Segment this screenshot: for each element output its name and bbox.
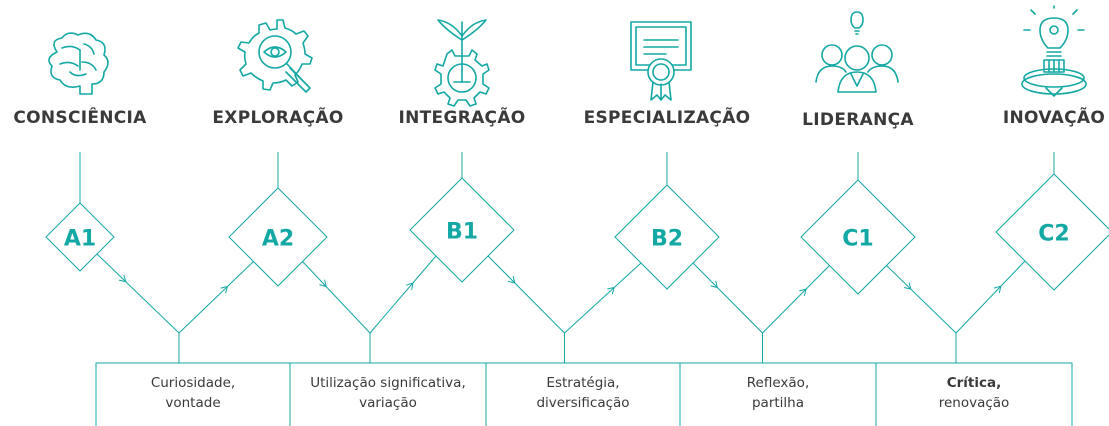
level-code: B2 [650,226,684,252]
ascending-arrow [406,282,414,290]
stage-title: INOVAÇÃO [1002,108,1106,128]
level-code: C1 [842,226,874,252]
stage-title: INTEGRAÇÃO [398,108,526,128]
descending-connector [302,261,371,334]
descending-connector [692,262,763,334]
descending-arrow [710,280,719,289]
ascending-connector [369,255,437,334]
trait-box [875,362,1073,426]
level-diamond [995,173,1109,291]
plant-gear-icon [434,19,490,107]
trait-line-2: partilha [751,395,805,411]
trait-line-2: vontade [165,395,221,411]
trait-line-2: diversificação [536,395,630,411]
trait-line-1: Crítica, [946,375,1002,391]
descending-connector [487,255,565,334]
team-idea-icon [815,11,899,93]
level-code: A1 [63,226,97,252]
ascending-connector [178,261,254,334]
descending-arrow [507,276,516,284]
gear-search-icon [237,19,313,93]
trait-line-2: variação [359,395,417,411]
descending-connector [886,265,957,334]
ascending-connector [762,265,830,334]
ascending-connector [955,260,1026,334]
ascending-connector [564,262,642,334]
trait-line-2: renovação [938,395,1010,411]
trait-line-1: Utilização significativa, [310,375,466,391]
stage-title: CONSCIÊNCIA [13,108,147,128]
descending-arrow [319,279,327,288]
trait-line-1: Reflexão, [746,375,810,391]
brain-icon [48,32,109,95]
descending-connector [96,253,180,334]
trait-line-1: Curiosidade, [150,375,236,391]
trait-line-1: Estratégia, [546,375,620,391]
level-code: A2 [261,226,295,252]
level-code: C2 [1038,221,1070,247]
ascending-arrow [799,288,807,297]
trait-label: Curiosidade, vontade [151,373,235,413]
level-code: B1 [445,219,479,245]
trait-label: Estratégia, diversificação [536,373,629,413]
ascending-arrow [220,285,229,294]
certificate-icon [630,21,692,101]
trait-label: Crítica, renovação [939,373,1010,413]
descending-arrow [118,274,127,283]
ascending-arrow [993,285,1002,294]
trait-label: Reflexão, partilha [747,373,809,413]
stage-title: LIDERANÇA [802,110,914,130]
lightbulb-pedestal-icon [1021,5,1087,97]
stage-title: ESPECIALIZAÇÃO [583,108,751,128]
descending-arrow [903,282,912,290]
ascending-arrow [607,286,615,295]
stage-title: EXPLORAÇÃO [212,108,344,128]
trait-label: Utilização significativa, variação [310,373,466,413]
